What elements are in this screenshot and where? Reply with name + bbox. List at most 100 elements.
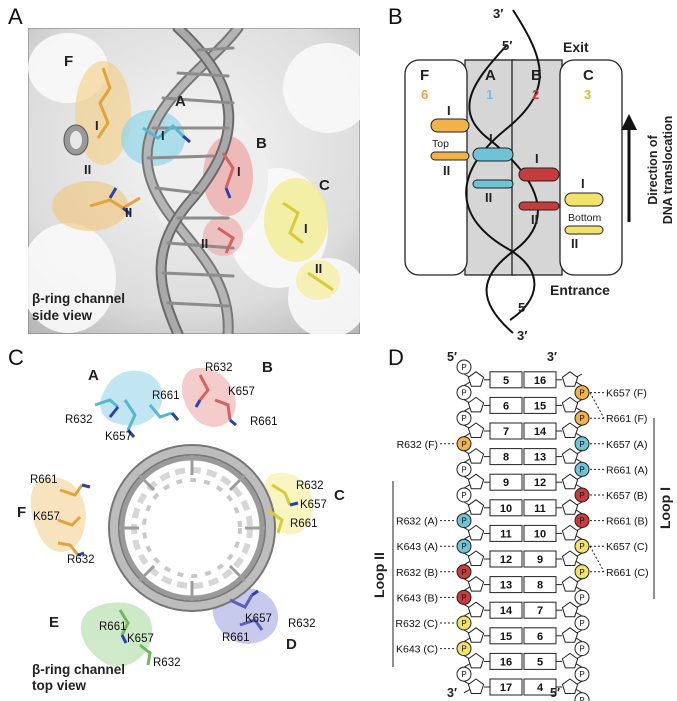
panel-a-side-view: F A B C I II I II I II I II β-ring chann… <box>28 28 360 334</box>
left-residue-label-3: R632 (B) <box>396 567 438 579</box>
top-view-caption-line1: β-ring channel <box>32 662 125 677</box>
f-loop-ii <box>430 151 470 161</box>
sugar-left-5 <box>467 499 485 515</box>
phosphate-right-label-6: P <box>579 517 584 526</box>
panel-letter-a: A <box>8 4 23 29</box>
strand-5prime-top: 5′ <box>502 38 512 53</box>
phosphate-left-label-3: P <box>461 440 466 449</box>
base-right-8 <box>523 576 557 594</box>
left-residue-label-5: R632 (C) <box>395 618 438 630</box>
prime-bottom-left: 3′ <box>447 686 457 700</box>
sugar-left-1 <box>467 396 485 413</box>
subunit-c-label: C <box>319 177 330 194</box>
d-r661: R661 <box>222 632 250 644</box>
phosphate-left-label-12: P <box>461 670 466 679</box>
b-loop-i-label: I <box>237 164 241 179</box>
panel-b-schematic: 3′ 5′ Exit F A B C 6 1 2 3 I Top II I II… <box>404 6 675 343</box>
c-loop-i-label: I <box>304 221 308 236</box>
loops <box>430 118 604 235</box>
phosphate-right-label-3: P <box>579 440 584 449</box>
strand-5prime-bottom: 5′ <box>518 300 528 315</box>
column-a-number: 1 <box>486 87 493 102</box>
c-subunit-e: E <box>49 614 59 631</box>
right-residue-label-6: K657 (C) <box>606 541 648 553</box>
f-r661: R661 <box>30 474 58 486</box>
base-left-7 <box>489 550 523 568</box>
c-r661: R661 <box>290 518 318 530</box>
base-number-left-8: 13 <box>500 580 512 592</box>
subunit-f-helix <box>63 124 89 156</box>
blob-e <box>80 602 153 667</box>
phosphate-left-label-6: P <box>461 517 466 526</box>
base-number-left-5: 10 <box>500 503 512 515</box>
prime-bottom-right: 5′ <box>550 686 560 700</box>
f-loop-i <box>430 118 470 133</box>
sugar-right-8 <box>561 575 579 592</box>
sugar-left-9 <box>467 601 485 618</box>
base-left-8 <box>489 576 523 594</box>
residue-labels: R632 K657 R661 R632 K657 R661 R632 K657 … <box>30 362 327 669</box>
base-number-left-9: 14 <box>500 605 513 617</box>
base-right-5 <box>523 499 557 517</box>
base-number-right-1: 15 <box>534 400 546 412</box>
column-b-letter: B <box>531 67 542 84</box>
base-number-right-9: 7 <box>537 605 543 617</box>
panel-letter-c: C <box>8 345 24 370</box>
prime-top-right: 3′ <box>547 350 557 364</box>
right-residue-label-4: K657 (B) <box>606 490 647 502</box>
subunit-b-label: B <box>256 135 267 152</box>
right-residue-label-2: K657 (A) <box>606 439 647 451</box>
base-left-3 <box>489 448 523 466</box>
base-number-right-0: 16 <box>534 375 546 387</box>
column-f <box>404 59 468 276</box>
b-loop-ii-label: II <box>201 236 208 251</box>
top-label: Top <box>432 138 449 150</box>
base-right-1 <box>523 396 557 414</box>
base-right-10 <box>523 627 557 645</box>
base-left-2 <box>489 422 523 440</box>
base-right-3 <box>523 448 557 466</box>
dna-ring <box>108 444 276 612</box>
phosphate-left-label-7: P <box>461 542 466 551</box>
sugar-left-7 <box>467 550 485 566</box>
sugar-right-12 <box>561 678 579 694</box>
entrance-label: Entrance <box>550 282 610 298</box>
base-number-left-10: 15 <box>500 631 512 643</box>
a-loop-i-roman: I <box>489 131 493 146</box>
b-r632: R632 <box>205 362 233 374</box>
subunit-a-label: A <box>175 93 186 110</box>
c-subunit-c: C <box>334 487 345 504</box>
sugar-right-1 <box>561 396 579 413</box>
d-r632: R632 <box>288 618 316 630</box>
phosphate-left-label-2: P <box>461 414 466 423</box>
sugar-left-4 <box>467 473 485 490</box>
f-loop-ii-label: II <box>84 162 91 177</box>
sugar-left-11 <box>467 652 485 669</box>
phosphate-left-label-5: P <box>461 491 466 500</box>
base-right-0 <box>523 371 557 389</box>
base-number-right-11: 5 <box>537 656 543 668</box>
side-view-caption-line2: side view <box>32 308 93 323</box>
left-residue-label-0: R632 (F) <box>397 439 438 451</box>
sugar-right-9 <box>561 601 579 618</box>
c-loop-ii <box>564 225 604 235</box>
base-right-12 <box>523 678 557 696</box>
right-residue-label-7: R661 (C) <box>606 567 649 579</box>
f-k657: K657 <box>33 511 60 523</box>
c-subunit-f: F <box>17 504 26 521</box>
sugar-right-5 <box>561 499 579 515</box>
a-loop-i <box>472 147 514 162</box>
sugar-left-2 <box>467 422 485 438</box>
strand-3prime-bottom: 3′ <box>517 328 527 343</box>
e-r661: R661 <box>99 621 127 633</box>
side-chain-sticks <box>89 67 334 292</box>
base-left-6 <box>489 524 523 542</box>
phosphate-right-label-10: P <box>579 619 584 628</box>
loop-brackets <box>392 418 655 667</box>
base-number-right-3: 13 <box>534 452 546 464</box>
phosphate-right-label-1: P <box>579 389 584 398</box>
c-subunit-d: D <box>286 636 297 653</box>
cross-dash-f <box>589 392 605 419</box>
phosphate-right-label-4: P <box>579 465 584 474</box>
